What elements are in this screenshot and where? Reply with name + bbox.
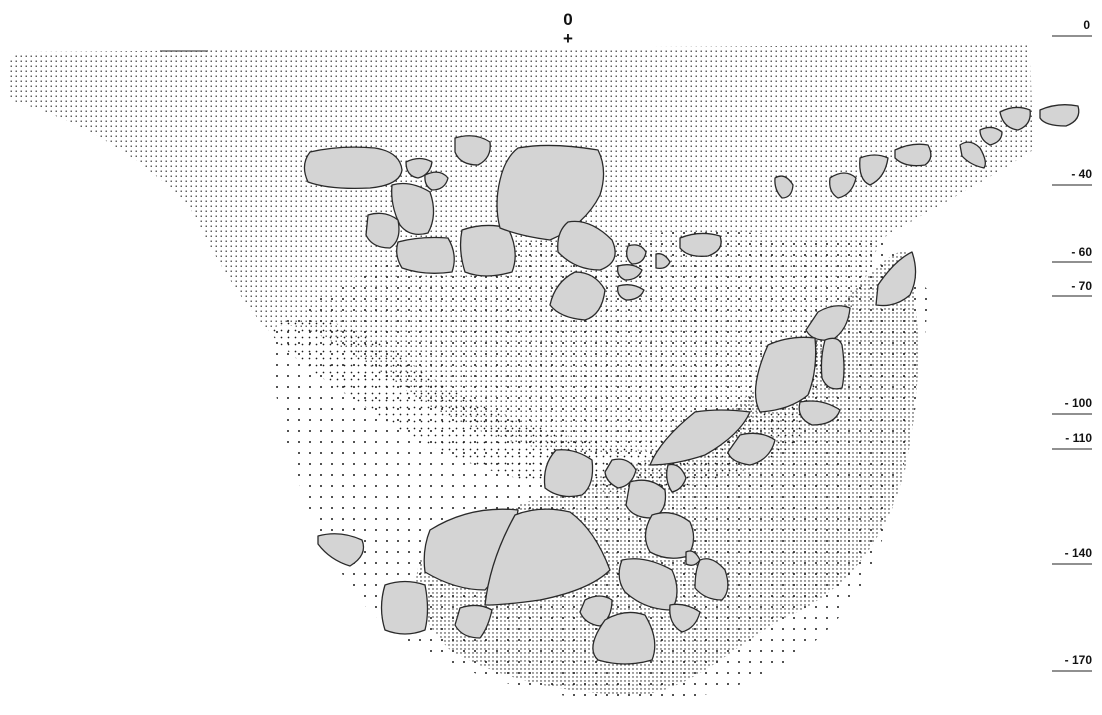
- stone: [459, 224, 516, 277]
- stone: [679, 232, 722, 257]
- stone: [625, 479, 667, 519]
- stone: [727, 432, 776, 466]
- stones: [303, 104, 1080, 665]
- stone: [875, 251, 917, 307]
- depth-label-0: 0: [1083, 18, 1090, 32]
- datum-label: 0: [563, 10, 572, 29]
- stone: [543, 449, 594, 498]
- stone: [669, 603, 701, 633]
- stone: [894, 143, 932, 167]
- stone: [592, 611, 656, 665]
- stone: [829, 172, 857, 199]
- stone: [694, 558, 729, 601]
- stone: [557, 220, 616, 271]
- stone: [979, 126, 1003, 146]
- depth-label-40: - 40: [1071, 167, 1092, 181]
- depth-label-70: - 70: [1071, 279, 1092, 293]
- stone: [655, 253, 671, 270]
- depth-label-60: - 60: [1071, 245, 1092, 259]
- stone: [820, 337, 845, 390]
- depth-scale: 0 - 40 - 60 - 70 - 100 - 110 - 140 - 170: [1052, 18, 1093, 672]
- stone: [959, 141, 986, 169]
- stone: [579, 595, 613, 627]
- stone: [859, 154, 889, 186]
- stone: [496, 144, 605, 241]
- stone: [424, 171, 449, 191]
- stone: [774, 175, 794, 199]
- stone: [317, 533, 365, 567]
- stone: [396, 236, 455, 274]
- depth-label-140: - 140: [1065, 546, 1093, 560]
- stone: [999, 106, 1031, 131]
- stone: [798, 400, 841, 426]
- depth-label-170: - 170: [1065, 653, 1093, 667]
- stone: [649, 409, 751, 466]
- stone: [617, 264, 643, 281]
- stone: [604, 458, 637, 489]
- stone: [484, 508, 611, 606]
- stone: [303, 146, 403, 190]
- stone: [405, 157, 433, 179]
- stone: [1039, 104, 1080, 127]
- stone: [666, 463, 687, 493]
- depth-label-100: - 100: [1065, 396, 1093, 410]
- stone: [617, 284, 645, 301]
- stone: [626, 244, 647, 265]
- depth-label-110: - 110: [1065, 431, 1092, 445]
- stone: [391, 182, 435, 236]
- stone: [549, 271, 606, 321]
- stone: [454, 604, 493, 639]
- stone: [454, 135, 491, 166]
- stone: [365, 212, 400, 249]
- datum-cross-icon: +: [563, 29, 573, 48]
- stone: [754, 336, 817, 413]
- stone: [380, 580, 429, 635]
